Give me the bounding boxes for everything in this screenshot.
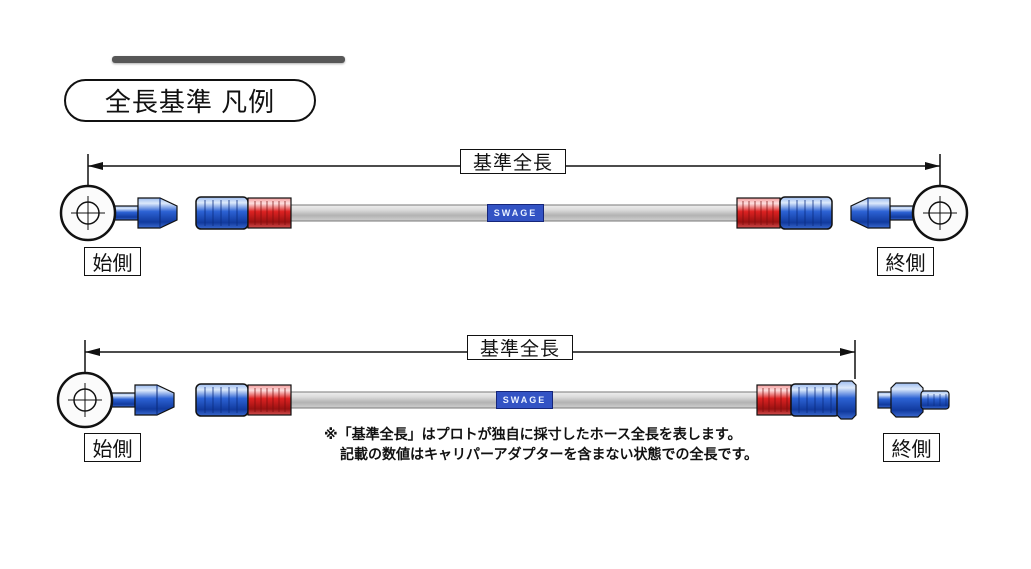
dimension-label-top: 基準全長	[460, 149, 566, 174]
start-side-label-top: 始側	[84, 247, 141, 276]
footnote-line-2: 記載の数値はキャリパーアダプターを含まない状態での全長です。	[340, 446, 759, 462]
dimension-label-top-text: 基準全長	[472, 153, 553, 174]
hose-socket-right-top	[736, 196, 833, 230]
hose-brand-top-text: SWAGE	[493, 208, 538, 218]
hose-socket-left-bottom	[195, 383, 292, 417]
end-side-label-bottom: 終側	[883, 433, 940, 462]
start-side-bottom-text: 始側	[92, 439, 133, 461]
hose-brand-tag-bottom: SWAGE	[496, 391, 553, 409]
legend-title-box: 全長基準 凡例	[64, 79, 316, 122]
hose-brand-tag-top: SWAGE	[487, 204, 544, 222]
banjo-fitting-start-bottom	[56, 371, 176, 429]
banjo-fitting-end-top	[849, 184, 969, 242]
hose-brand-bottom-text: SWAGE	[502, 395, 547, 405]
end-side-top-text: 終側	[885, 253, 926, 275]
end-side-bottom-text: 終側	[891, 439, 932, 461]
hose-assembly-bottom	[56, 371, 950, 429]
legend-title: 全長基準 凡例	[104, 87, 276, 117]
hose-socket-left-top	[195, 196, 292, 230]
dimension-label-bottom-text: 基準全長	[479, 339, 560, 360]
start-side-top-text: 始側	[92, 253, 133, 275]
hose-socket-right-bottom	[756, 380, 857, 420]
dimension-label-bottom: 基準全長	[467, 335, 573, 360]
footnote-line-1: ※「基準全長」はプロトが独自に採寸したホース全長を表します。	[324, 426, 742, 442]
end-side-label-top: 終側	[877, 247, 934, 276]
start-side-label-bottom: 始側	[84, 433, 141, 462]
top-edge-artifact	[112, 56, 345, 63]
banjo-fitting-start-top	[59, 184, 179, 242]
adapter-fitting-bottom	[877, 382, 950, 418]
